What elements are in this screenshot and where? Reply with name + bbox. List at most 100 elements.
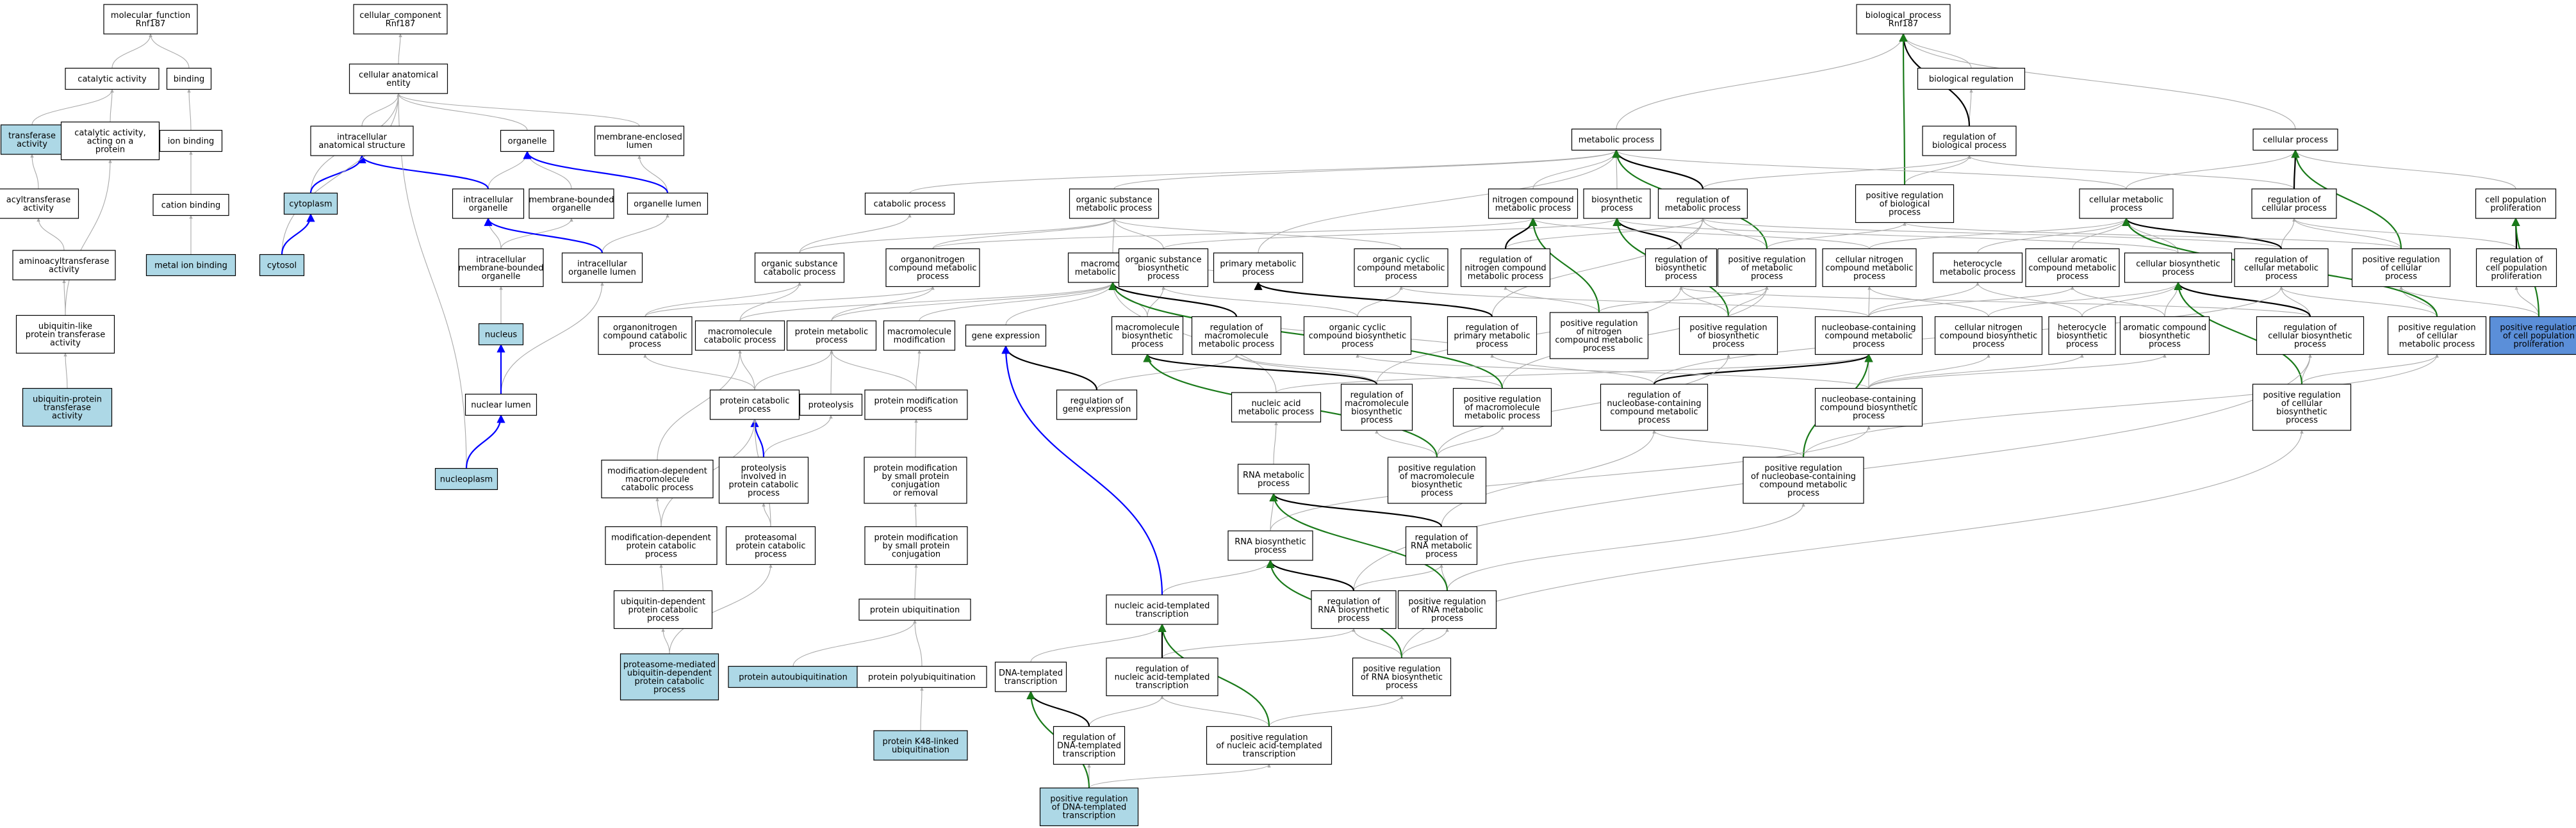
node-box[interactable] [1814,316,1923,355]
node-box[interactable] [1571,128,1662,151]
node-box[interactable] [434,467,498,491]
node-box[interactable] [1717,248,1817,288]
node-box[interactable] [858,598,971,621]
node-box[interactable] [60,121,160,161]
node-box[interactable] [1488,188,1579,219]
node-box[interactable] [1460,248,1551,288]
node-box[interactable] [2048,316,2116,355]
node-box[interactable] [1645,248,1718,288]
node-box[interactable] [103,4,198,35]
node-box[interactable] [1237,464,1310,494]
node-box[interactable] [864,192,955,215]
node-ol[interactable]: organelle lumen [627,192,709,215]
node-box[interactable] [1922,126,2017,156]
node-box[interactable] [1934,316,2043,355]
node-box[interactable] [2025,248,2120,288]
node-box[interactable] [1932,252,2023,283]
node-cytosol[interactable]: cytosol [259,254,305,277]
node-box[interactable] [0,188,79,219]
node-box[interactable] [2079,188,2174,219]
node-cyto[interactable]: cytoplasm [283,192,338,215]
node-nucleus[interactable]: nucleus [478,323,524,346]
node-bind[interactable]: binding [166,67,212,90]
node-box[interactable] [159,129,223,152]
node-box[interactable] [1227,530,1313,561]
node-box[interactable] [1600,384,1709,431]
node-box[interactable] [353,4,448,35]
node-box[interactable] [994,662,1067,692]
node-box[interactable] [613,590,713,629]
node-box[interactable] [283,192,338,215]
node-box[interactable] [2234,248,2329,288]
node-box[interactable] [1106,657,1218,697]
node-box[interactable] [2256,316,2365,355]
node-box[interactable] [1447,316,1538,355]
node-box[interactable] [1340,384,1413,431]
node-box[interactable] [458,248,544,288]
node-box[interactable] [2387,316,2487,355]
node-box[interactable] [1039,787,1139,827]
node-pubiq[interactable]: protein ubiquitination [858,598,971,621]
node-box[interactable] [1213,252,1304,283]
node-box[interactable] [464,393,537,416]
node-box[interactable] [1583,188,1651,219]
node-cationb[interactable]: cation binding [152,193,229,216]
node-box[interactable] [2251,188,2337,219]
node-box[interactable] [718,457,809,504]
node-box[interactable] [598,316,693,355]
node-org[interactable]: organelle [500,129,555,152]
node-box[interactable] [1303,316,1412,355]
node-gexp[interactable]: gene expression [965,324,1047,347]
node-box[interactable] [0,124,64,155]
node-box[interactable] [1354,248,1448,288]
node-box[interactable] [873,730,968,761]
node-box[interactable] [12,250,116,280]
node-mdmcp[interactable]: modification-dependentmacromoleculecatab… [601,459,714,499]
node-box[interactable] [166,67,212,90]
node-box[interactable] [1311,590,1397,629]
node-box[interactable] [2252,384,2352,431]
node-box[interactable] [15,314,115,354]
node-box[interactable] [1917,67,2026,90]
node-nplasm[interactable]: nucleoplasm [434,467,498,491]
node-nlumen[interactable]: nuclear lumen [464,393,537,416]
node-box[interactable] [883,320,956,351]
node-box[interactable] [864,457,967,504]
node-box[interactable] [1856,4,1951,35]
